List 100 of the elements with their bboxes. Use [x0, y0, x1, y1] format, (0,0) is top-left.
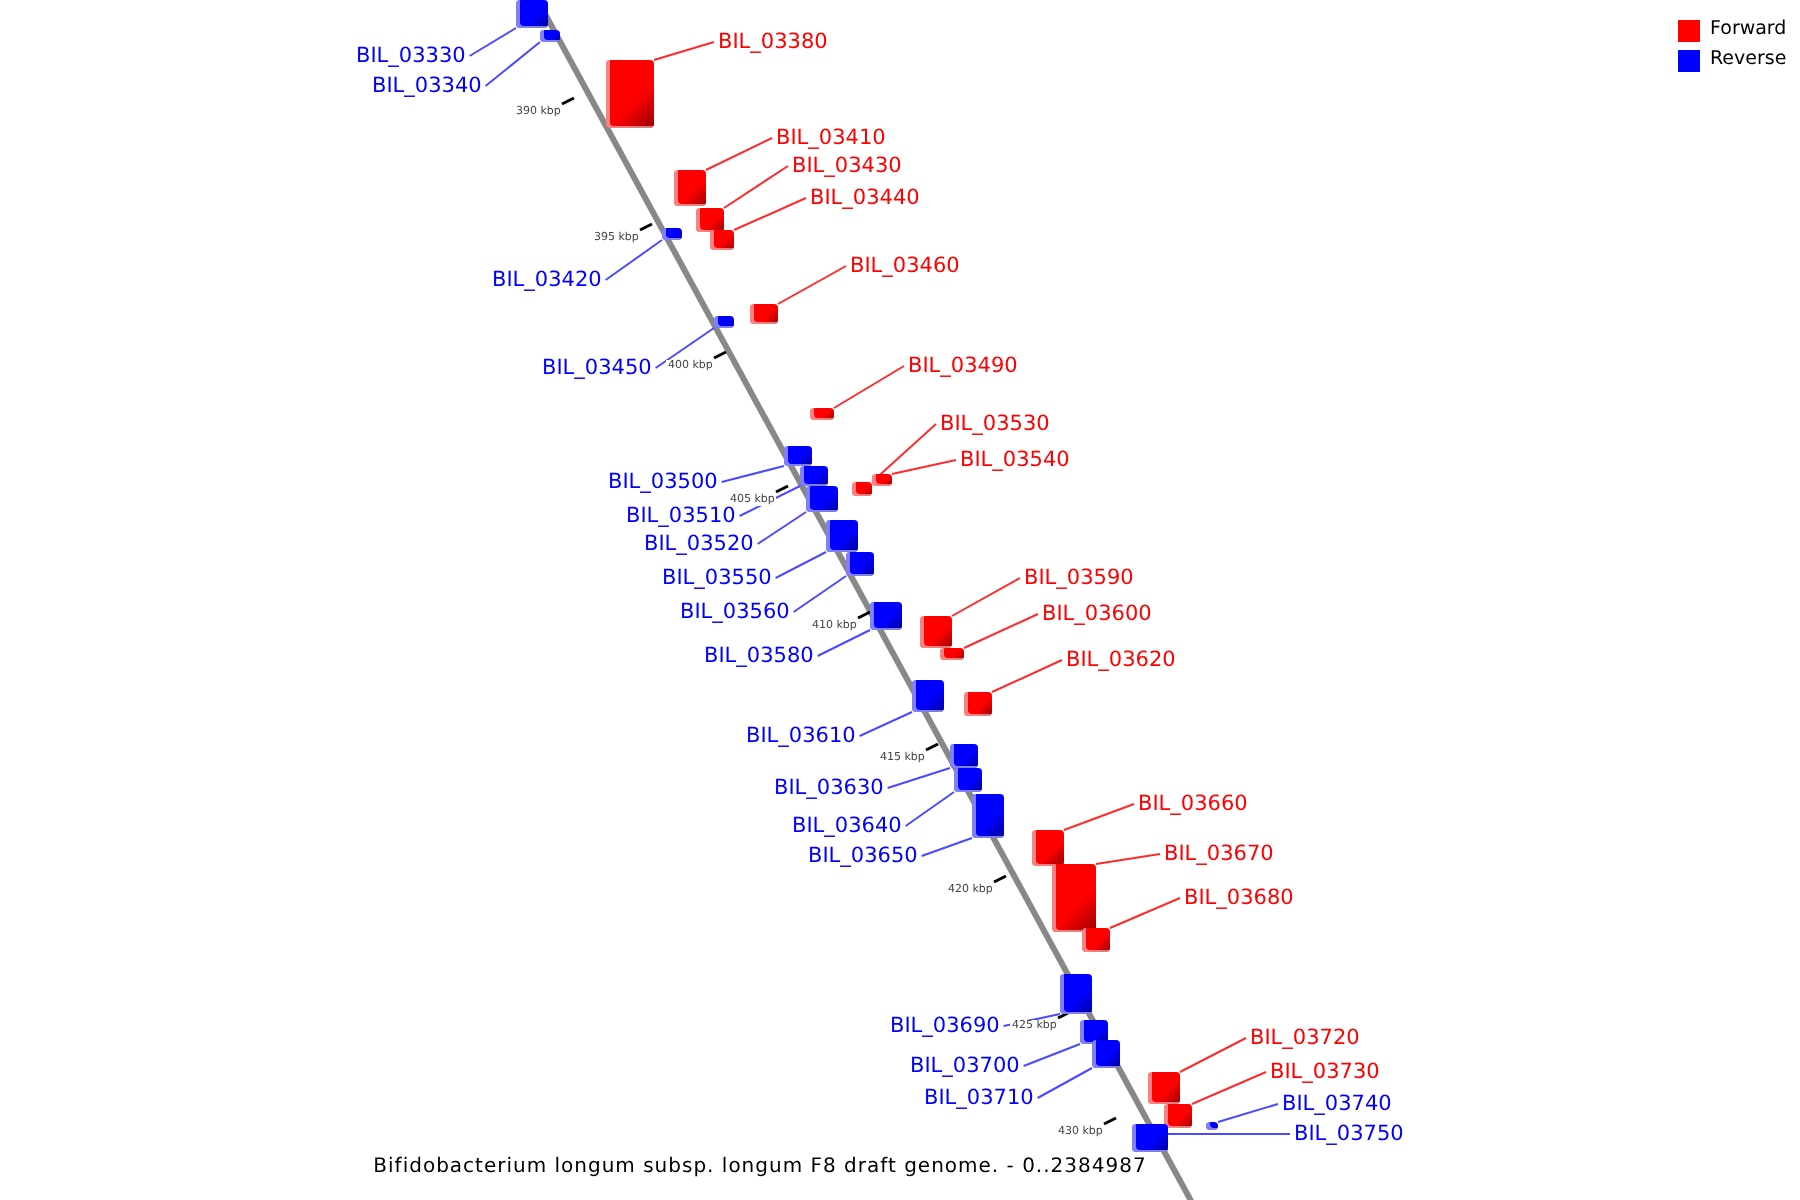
leader-line [654, 327, 715, 369]
gene-block [940, 648, 964, 660]
gene-label: BIL_03700 [910, 1054, 1020, 1078]
gene-block [972, 794, 1004, 838]
leader-line [1022, 1043, 1081, 1067]
gene-block [826, 520, 858, 552]
gene-block [800, 466, 828, 486]
gene-block [750, 304, 778, 324]
leader-line [1109, 897, 1181, 929]
gene-block [714, 316, 734, 328]
gene-block [1206, 1122, 1218, 1130]
gene-label: BIL_03550 [662, 566, 772, 590]
gene-label: BIL_03750 [1294, 1122, 1404, 1146]
leader-line [1036, 1067, 1093, 1099]
gene-label: BIL_03510 [626, 504, 736, 528]
gene-block [810, 408, 834, 420]
gene-label: BIL_03430 [792, 154, 902, 178]
gene-label: BIL_03710 [924, 1086, 1034, 1110]
gene-block [540, 30, 560, 42]
gene-block [1080, 1020, 1108, 1044]
gene-label: BIL_03560 [680, 600, 790, 624]
leader-line [963, 613, 1039, 649]
gene-block [912, 680, 944, 712]
leader-line [1191, 1071, 1267, 1105]
leader-line [653, 41, 715, 61]
leader-line [904, 791, 955, 827]
gene-label: BIL_03410 [776, 126, 886, 150]
gene-block [1164, 1104, 1192, 1128]
gene-block [870, 602, 902, 630]
gene-label: BIL_03650 [808, 844, 918, 868]
gene-label: BIL_03660 [1138, 792, 1248, 816]
leader-line [705, 137, 773, 171]
leader-line [991, 659, 1063, 693]
gene-block [516, 0, 548, 28]
leader-line [777, 265, 847, 305]
gene-label: BIL_03690 [890, 1014, 1000, 1038]
gene-block [696, 208, 724, 232]
gene-label: BIL_03330 [356, 44, 466, 68]
leader-line [816, 629, 871, 657]
legend-label: Forward [1710, 18, 1787, 40]
leader-line [1179, 1037, 1247, 1073]
gene-label: BIL_03520 [644, 532, 754, 556]
gene-label: BIL_03670 [1164, 842, 1274, 866]
gene-block [662, 228, 682, 240]
gene-block [846, 552, 874, 576]
gene-block [852, 482, 872, 496]
gene-label: BIL_03730 [1270, 1060, 1380, 1084]
gene-block [710, 230, 734, 250]
gene-label: BIL_03380 [718, 30, 828, 54]
leader-line [774, 551, 827, 579]
leader-line [891, 459, 957, 475]
gene-label: BIL_03640 [792, 814, 902, 838]
leader-line [1217, 1103, 1279, 1123]
gene-block [920, 616, 952, 648]
gene-label: BIL_03530 [940, 412, 1050, 436]
gene-block [1148, 1072, 1180, 1104]
leader-line [792, 575, 847, 613]
legend-label: Reverse [1710, 48, 1787, 70]
gene-block [1132, 1124, 1168, 1152]
gene-label: BIL_03620 [1066, 648, 1176, 672]
gene-block [964, 692, 992, 716]
gene-label: BIL_03420 [492, 268, 602, 292]
leader-line [886, 767, 951, 789]
gene-block [784, 446, 812, 466]
leader-line [1095, 853, 1161, 865]
leader-line [604, 239, 663, 281]
gene-block [1092, 1040, 1120, 1068]
gene-block [1052, 864, 1096, 932]
gene-block [1032, 830, 1064, 866]
gene-block [872, 474, 892, 486]
gene-label: BIL_03600 [1042, 602, 1152, 626]
leader-line [720, 465, 785, 483]
gene-block [1060, 974, 1092, 1014]
leader-line [1167, 1133, 1291, 1135]
gene-block [674, 170, 706, 206]
gene-block [806, 486, 838, 512]
gene-label: BIL_03490 [908, 354, 1018, 378]
leader-line [756, 511, 807, 545]
gene-label: BIL_03450 [542, 356, 652, 380]
leader-line [951, 577, 1021, 617]
leader-line [484, 41, 541, 87]
gene-block [1082, 928, 1110, 952]
leader-line [920, 837, 973, 857]
gene-label: BIL_03680 [1184, 886, 1294, 910]
leader-line [733, 197, 807, 231]
gene-label: BIL_03580 [704, 644, 814, 668]
leader-line [468, 27, 517, 57]
leader-line [858, 711, 913, 737]
gene-label: BIL_03630 [774, 776, 884, 800]
gene-label: BIL_03610 [746, 724, 856, 748]
gene-label: BIL_03460 [850, 254, 960, 278]
gene-label: BIL_03590 [1024, 566, 1134, 590]
gene-label: BIL_03500 [608, 470, 718, 494]
gene-label: BIL_03740 [1282, 1092, 1392, 1116]
gene-block [950, 744, 978, 768]
gene-label: BIL_03540 [960, 448, 1070, 472]
leader-line [1063, 803, 1135, 831]
gene-label: BIL_03720 [1250, 1026, 1360, 1050]
gene-label: BIL_03440 [810, 186, 920, 210]
gene-block [606, 60, 654, 128]
